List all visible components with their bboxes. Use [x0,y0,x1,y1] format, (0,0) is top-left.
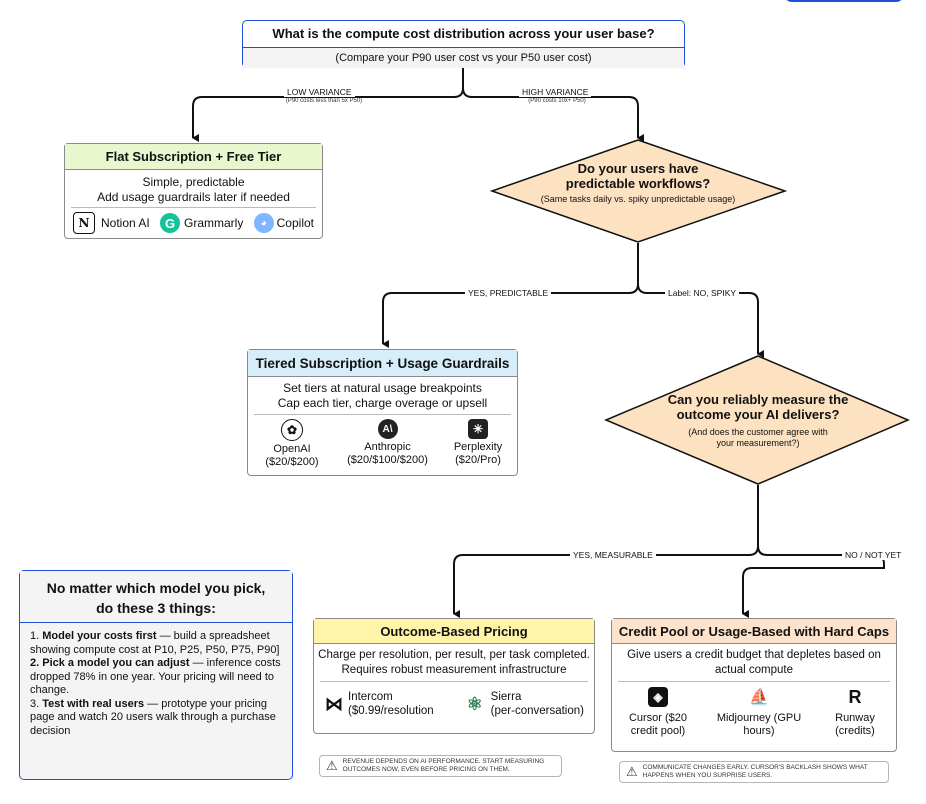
outcome-line2: Requires robust measurement infrastructu… [341,664,567,676]
tip-2-bold: 2. Pick a model you can adjust [30,657,190,669]
sierra-example: ⚛ Sierra (per-conversation) [465,690,584,718]
tiered-line2: Cap each tier, charge overage or upsell [277,396,488,410]
notion-icon: N [73,212,95,234]
credit-line1: Give users a credit budget that depletes… [627,649,881,661]
tip-3-bold: Test with real users [42,697,145,710]
cursor-icon: ◈ [648,687,668,707]
openai-price: ($20/$200) [265,456,319,468]
anthropic-icon: A\ [377,419,398,439]
tip-1-text: — build a spreadsheet showing compute co… [30,630,280,656]
cursor-price: credit pool) [630,725,686,737]
flat-line1: Simple, predictable [142,175,245,189]
runway-example: R Runway (credits) [820,687,890,738]
grammarly-example: G Grammarly [160,213,243,233]
q1-title: Do your users have predictable workflows… [565,161,711,191]
perplexity-example: ✳ Perplexity ($20/Pro) [443,419,513,469]
tip-3: 3. Test with real users — prototype your… [30,697,276,737]
midjourney-icon: ⛵ [749,688,769,706]
corner-tab [784,0,904,2]
cursor-label: Cursor ($20 [628,712,688,724]
credit-pool-box: Credit Pool or Usage-Based with Hard Cap… [611,618,897,752]
anthropic-label: Anthropic [364,441,411,453]
tip-1-bold: Model your costs first [42,630,157,642]
sierra-label: Sierra [490,691,522,703]
tiered-subscription-box: Tiered Subscription + Usage Guardrails S… [247,349,518,476]
credit-warning: ⚠ COMMUNICATE CHANGES EARLY. CURSOR'S BA… [619,761,889,783]
tips-header: No matter which model you pick, do these… [20,571,292,623]
anthropic-example: A\ Anthropic ($20/$100/$200) [340,419,436,469]
sierra-icon: ⚛ [466,694,483,714]
cursor-example: ◈ Cursor ($20 credit pool) [618,687,698,738]
anthropic-price: ($20/$100/$200) [347,454,428,466]
outcome-warning: ⚠ REVENUE DEPENDS ON AI PERFORMANCE. STA… [319,755,562,777]
tips-title-line2: do these 3 things: [96,600,216,616]
note-high-variance: (P90 costs 10x+ P50) [528,98,586,104]
openai-icon: ✿ [281,419,303,441]
tip-2-text: — inference costs dropped 78% in one yea… [30,657,281,696]
outcome-pricing-title: Outcome-Based Pricing [314,619,594,644]
tips-title-line1: No matter which model you pick, [46,580,266,596]
intercom-label: Intercom [348,691,393,703]
perplexity-icon: ✳ [468,419,488,439]
runway-icon: R [848,686,862,707]
tiered-line1: Set tiers at natural usage breakpoints [283,381,482,395]
flat-subscription-title: Flat Subscription + Free Tier [65,144,322,170]
note-low-variance: (P90 costs less than 5x P50) [285,98,363,104]
label-low-variance: LOW VARIANCE [284,87,355,97]
root-question-box: What is the compute cost distribution ac… [242,20,685,68]
q2-title: Can you reliably measure the outcome you… [667,392,849,422]
perplexity-label: Perplexity [453,441,503,453]
outcome-line1: Charge per resolution, per result, per t… [318,649,590,661]
flat-line2: Add usage guardrails later if needed [97,190,290,204]
tip-1: 1. Model your costs first — build a spre… [30,630,280,656]
root-question-title: What is the compute cost distribution ac… [243,21,684,48]
notion-label: Notion AI [101,216,150,230]
copilot-example: ◕ Copilot [253,213,314,233]
midjourney-label: Midjourney (GPU [716,712,802,724]
label-no-spiky: Label: NO, SPIKY [665,288,740,298]
tip-2: 2. Pick a model you can adjust — inferen… [30,657,282,698]
warning-icon: ⚠ [326,758,338,773]
sierra-price: (per-conversation) [490,705,584,717]
q1-note: (Same tasks daily vs. spiky unpredictabl… [540,194,736,204]
grammarly-label: Grammarly [184,216,244,230]
perplexity-price: ($20/Pro) [455,454,501,466]
tip-3-text: — prototype your pricing page and watch … [30,697,276,737]
flat-subscription-box: Flat Subscription + Free Tier Simple, pr… [64,143,323,239]
outcome-pricing-box: Outcome-Based Pricing Charge per resolut… [313,618,595,734]
midjourney-example: ⛵ Midjourney (GPU hours) [709,687,809,738]
root-question-subtitle: (Compare your P90 user cost vs your P50 … [243,48,684,68]
label-high-variance: HIGH VARIANCE [519,87,592,97]
runway-label: Runway [835,712,875,724]
intercom-price: ($0.99/resolution [348,705,434,717]
tips-list: 1. Model your costs first — build a spre… [20,623,292,738]
label-yes-measurable: YES, MEASURABLE [570,550,656,560]
openai-example: ✿ OpenAI ($20/$200) [252,419,332,469]
tiered-subscription-title: Tiered Subscription + Usage Guardrails [248,350,517,377]
label-yes-predictable: YES, PREDICTABLE [465,288,552,298]
openai-label: OpenAI [273,443,311,455]
tips-box: No matter which model you pick, do these… [19,570,293,780]
runway-price: (credits) [835,725,875,737]
q1-diamond [489,139,788,243]
notion-example: N Notion AI [73,212,150,234]
label-no-not-yet: NO / NOT YET [842,550,905,560]
outcome-warning-text: REVENUE DEPENDS ON AI PERFORMANCE. START… [342,758,545,773]
midjourney-price: hours) [743,725,775,737]
intercom-example: ⋈ Intercom ($0.99/resolution [324,690,434,718]
intercom-icon: ⋈ [325,694,343,714]
warning-icon: ⚠ [626,764,638,779]
copilot-icon: ◕ [253,213,274,233]
copilot-label: Copilot [276,216,314,230]
grammarly-icon: G [160,213,180,233]
q2-diamond [604,355,910,485]
q2-note: (And does the customer agree with your m… [688,427,828,448]
credit-pool-title: Credit Pool or Usage-Based with Hard Cap… [612,619,896,644]
credit-warning-text: COMMUNICATE CHANGES EARLY. CURSOR'S BACK… [642,764,868,779]
credit-line2: actual compute [715,664,793,676]
